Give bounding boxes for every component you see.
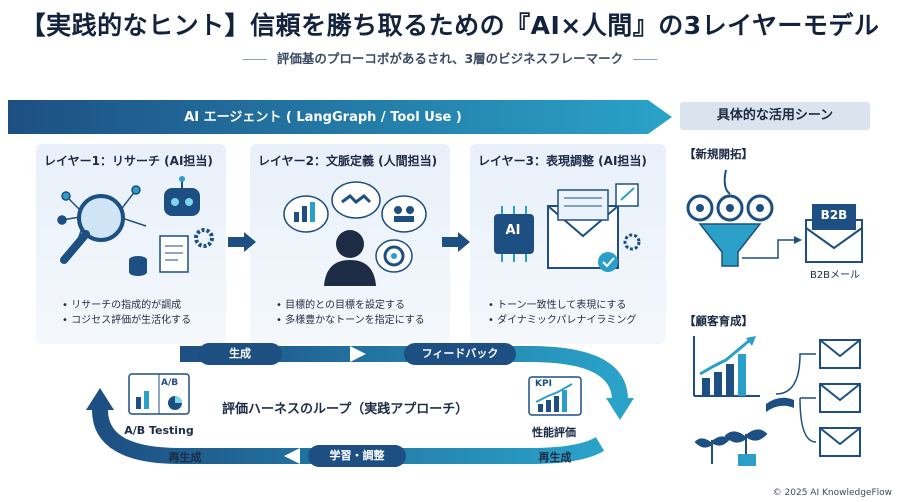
loop-title: 評価ハーネスのループ（実践アプローチ） <box>222 402 469 417</box>
page-subtitle: 評価基のプローコボがあるされ、3層のビジネスフレーマーク <box>0 48 900 67</box>
expression-envelope-icon <box>494 183 641 272</box>
layer3-bullets: トーン一致性して表現にするダイナミックパレナイラミング <box>488 298 636 328</box>
layer1-title: レイヤー1：リサーチ (AI担当) <box>44 154 213 168</box>
flow-arrow-1-2 <box>228 232 256 252</box>
loop-pill-feedback: フィードバック <box>404 343 516 365</box>
layer2-title: レイヤー2：文脈定義 (人間担当) <box>258 154 438 168</box>
nurturing-growth-icon <box>693 336 861 466</box>
section-customer-nurturing: 【顧客育成】 <box>684 314 753 328</box>
kpi-chart-icon <box>528 376 582 416</box>
loop-regenerate-right: 再生成 <box>538 451 572 464</box>
loop-regenerate-left: 再生成 <box>168 451 202 464</box>
layer3-title: レイヤー3：表現調整 (AI担当) <box>478 154 647 168</box>
agent-banner-arrow <box>8 100 672 134</box>
loop-pill-learn-adjust: 学習・調整 <box>308 445 406 467</box>
loop-pill-generate: 生成 <box>198 343 282 365</box>
copyright-notice: © 2025 AI KnowledgeFlow <box>772 488 892 498</box>
ab-chip: A/B <box>161 378 179 388</box>
feedback-loop-arrow <box>86 346 634 464</box>
use-case-heading: 具体的な活用シーン <box>680 102 870 130</box>
b2b-chip: B2B <box>820 208 848 222</box>
ai-chip-label: AI <box>505 223 521 238</box>
layer1-bullets: リサーチの指成的が調成コジセス評価が生活化する <box>62 298 191 328</box>
b2b-caption: B2Bメール <box>809 270 861 281</box>
page-title: 【実践的なヒント】信頼を勝ち取るための『AI×人間』の3レイヤーモデル <box>20 11 880 40</box>
layer2-bullets: 目標的との目標を設定する多様豊かなトーンを指定にする <box>276 298 425 328</box>
kpi-chip: KPI <box>535 379 552 389</box>
flow-arrow-2-3 <box>442 232 470 252</box>
ab-testing-label: A/B Testing <box>124 424 194 437</box>
agent-banner-label: AI エージェント ( LangGraph / Tool Use ) <box>184 110 462 125</box>
section-new-acquisition: 【新規開拓】 <box>684 147 753 161</box>
research-magnifier-icon <box>57 176 214 276</box>
human-strategy-icon <box>283 181 427 286</box>
ab-testing-icon <box>128 373 190 415</box>
kpi-label: 性能評価 <box>532 426 576 439</box>
funnel-targeting-icon <box>686 169 863 267</box>
